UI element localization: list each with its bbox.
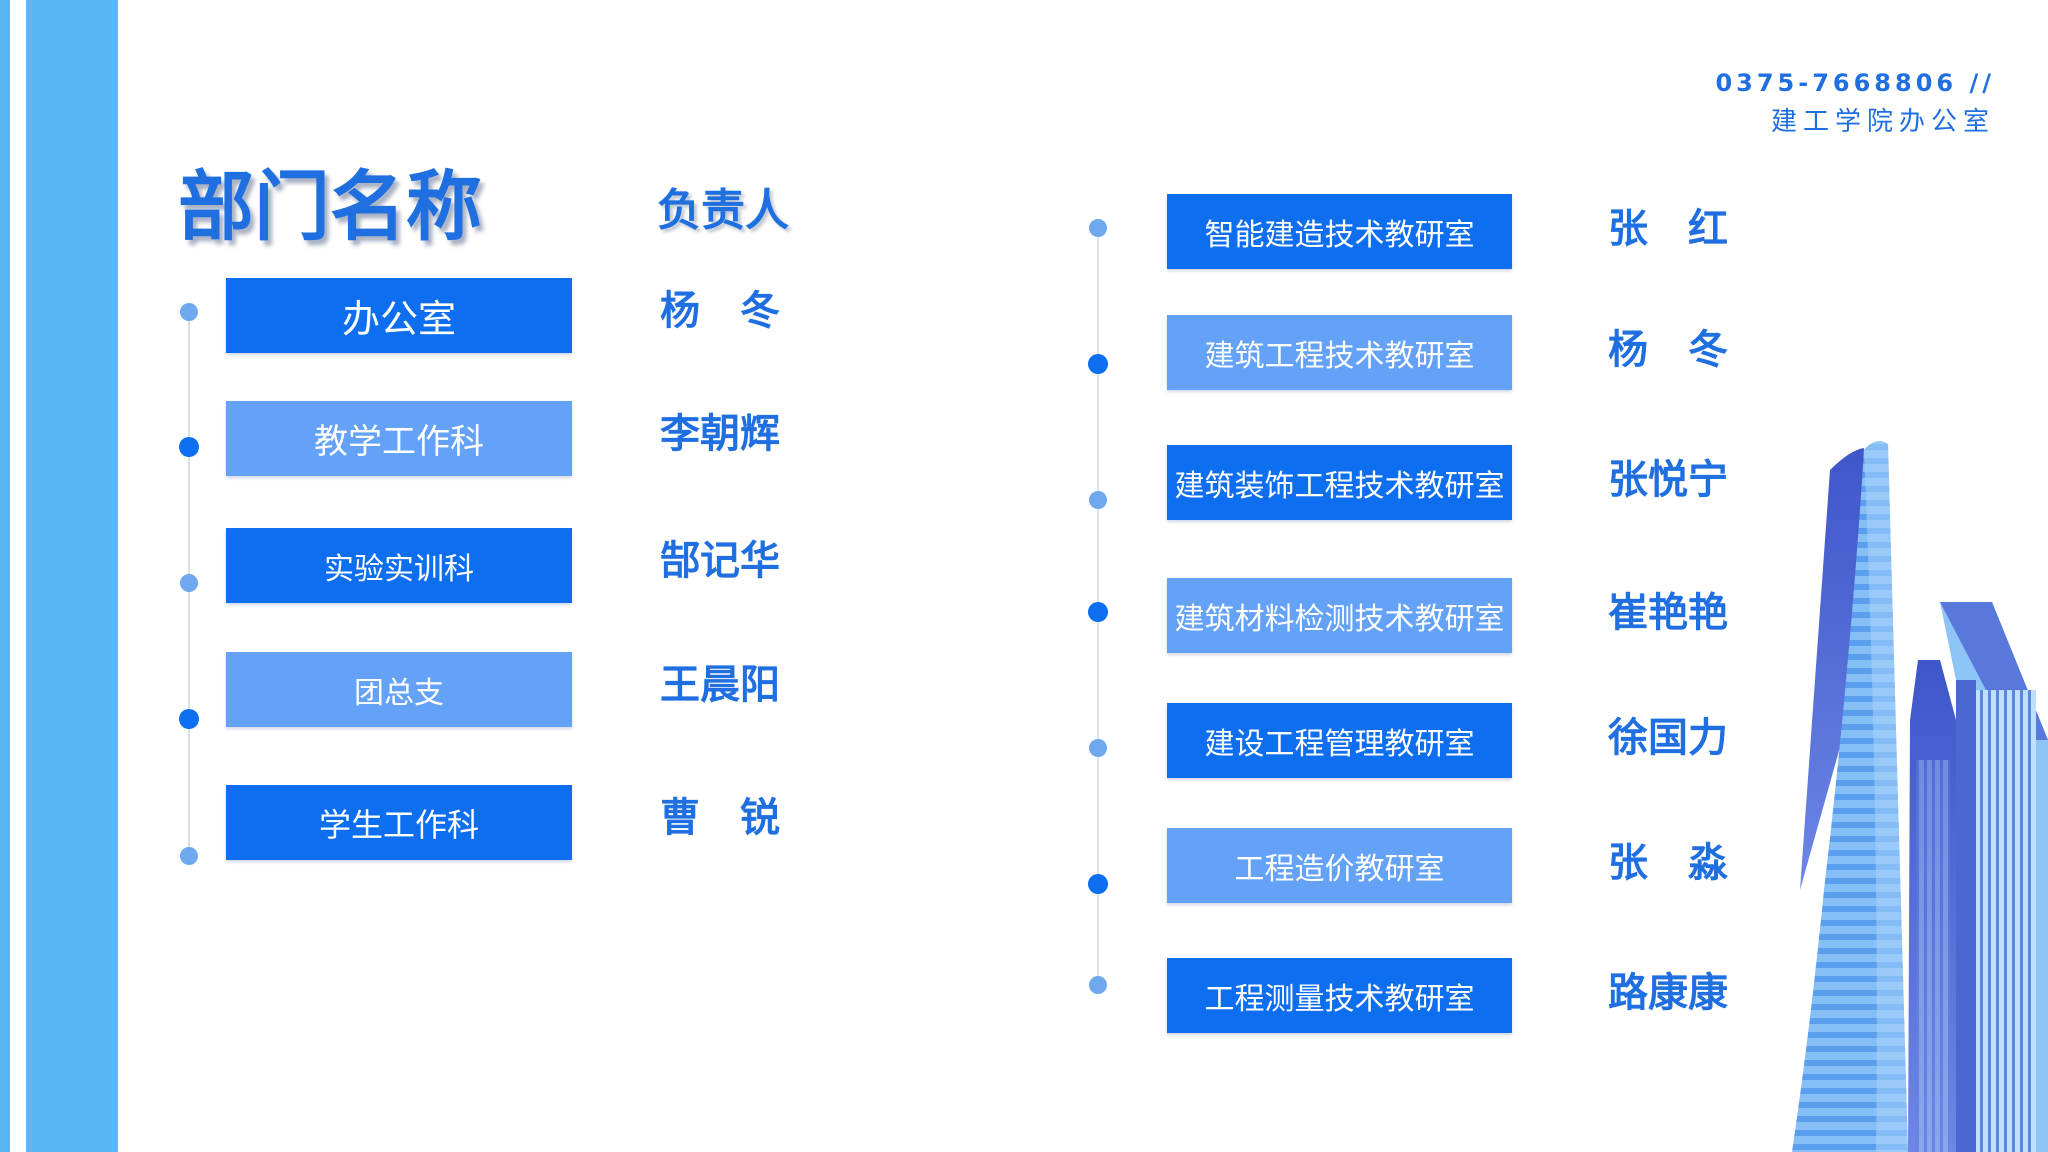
- department-name: 工程测量技术教研室: [1204, 981, 1475, 1017]
- contact-phone: 0375-7668806 //: [1715, 69, 1995, 97]
- department-box: 建筑材料检测技术教研室: [1167, 578, 1512, 653]
- timeline-dot: [1089, 739, 1107, 757]
- head-name: 徐国力: [1608, 715, 1728, 761]
- head-name: 郜记华: [660, 538, 780, 584]
- department-name: 办公室: [341, 297, 456, 341]
- head-name: 杨 冬: [660, 288, 780, 334]
- timeline-dot: [1088, 354, 1108, 374]
- department-box: 建设工程管理教研室: [1167, 703, 1512, 778]
- timeline-dot: [180, 574, 198, 592]
- timeline-dot: [1089, 219, 1107, 237]
- head-name: 崔艳艳: [1608, 590, 1728, 636]
- department-box: 建筑装饰工程技术教研室: [1167, 445, 1512, 520]
- department-box: 建筑工程技术教研室: [1167, 315, 1512, 390]
- head-name: 张 红: [1608, 206, 1728, 252]
- head-name: 李朝辉: [660, 411, 780, 457]
- timeline-dot: [1088, 874, 1108, 894]
- timeline-dot: [180, 303, 198, 321]
- department-name: 建设工程管理教研室: [1204, 726, 1475, 762]
- head-name: 王晨阳: [660, 662, 780, 708]
- department-name: 建筑工程技术教研室: [1204, 338, 1475, 374]
- department-box: 智能建造技术教研室: [1167, 194, 1512, 269]
- head-name: 曹 锐: [660, 795, 780, 841]
- department-name: 团总支: [354, 675, 444, 711]
- department-name: 教学工作科: [314, 422, 484, 462]
- timeline-dot: [179, 437, 199, 457]
- contact-info: 0375-7668806 // 建工学院办公室: [1715, 67, 1995, 141]
- department-box: 学生工作科: [226, 785, 572, 860]
- department-name: 实验实训科: [324, 551, 474, 587]
- skyscraper-illustration-icon: [1792, 441, 2048, 1152]
- left-wide-stripe: [26, 0, 118, 1152]
- head-heading: 负责人: [657, 185, 789, 236]
- head-name: 张 淼: [1608, 840, 1728, 886]
- department-box: 教学工作科: [226, 401, 572, 476]
- timeline-dot: [1089, 491, 1107, 509]
- department-box: 团总支: [226, 652, 572, 727]
- department-name: 工程造价教研室: [1234, 851, 1445, 887]
- head-name: 杨 冬: [1608, 327, 1728, 373]
- left-thin-stripe: [0, 0, 10, 1152]
- department-box: 办公室: [226, 278, 572, 353]
- department-name: 学生工作科: [318, 805, 479, 844]
- head-name: 路康康: [1608, 970, 1728, 1016]
- timeline-dot: [1089, 976, 1107, 994]
- department-heading: 部门名称: [178, 162, 482, 251]
- head-name: 张悦宁: [1608, 457, 1728, 503]
- department-box: 实验实训科: [226, 528, 572, 603]
- timeline-dot: [180, 847, 198, 865]
- department-name: 建筑装饰工程技术教研室: [1174, 468, 1505, 504]
- timeline-dot: [179, 709, 199, 729]
- department-box: 工程测量技术教研室: [1167, 958, 1512, 1033]
- department-box: 工程造价教研室: [1167, 828, 1512, 903]
- timeline-dot: [1088, 602, 1108, 622]
- contact-office: 建工学院办公室: [1770, 107, 1995, 137]
- department-name: 智能建造技术教研室: [1204, 217, 1475, 253]
- department-name: 建筑材料检测技术教研室: [1174, 601, 1505, 637]
